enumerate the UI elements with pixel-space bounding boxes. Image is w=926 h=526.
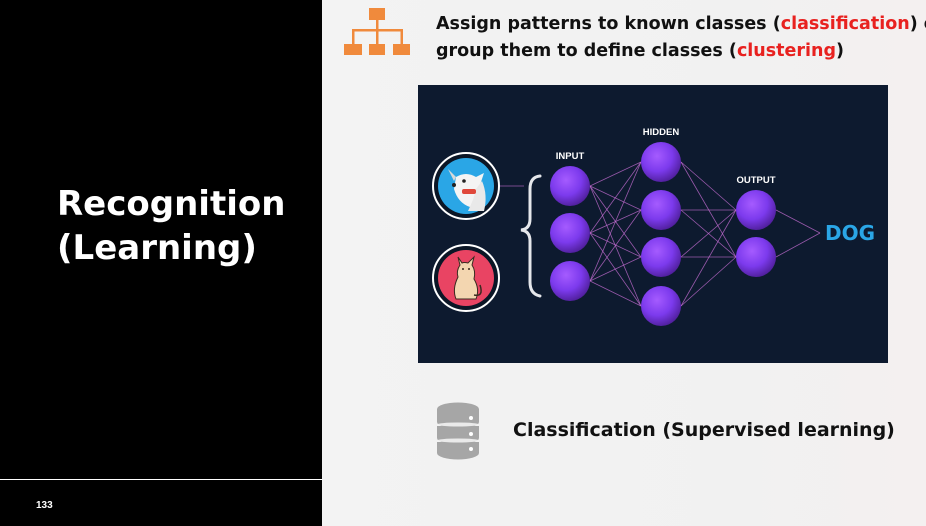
connection-line [680, 161, 737, 211]
connection-line [680, 161, 737, 258]
hierarchy-icon [344, 8, 410, 55]
slide-number: 133 [36, 500, 53, 511]
connection-line [589, 161, 642, 282]
input-neuron [550, 213, 590, 253]
classification-caption: Classification (Supervised learning) [513, 419, 895, 441]
connection-line [680, 209, 737, 258]
connection-line [680, 209, 737, 307]
output-label: OUTPUT [736, 175, 775, 186]
slide-title-line2: (Learning) [57, 228, 257, 268]
neural-network-diagram: INPUT HIDDEN OUTPUT DOG [432, 127, 875, 326]
output-connection-line [775, 232, 821, 258]
footer-divider [0, 479, 322, 480]
heading-line2: group them to define classes (clustering… [436, 41, 845, 61]
hidden-neuron [641, 190, 681, 230]
dog-icon [432, 152, 500, 220]
connection-line [589, 232, 642, 307]
input-label: INPUT [556, 151, 585, 162]
content-panel: Assign patterns to known classes (classi… [322, 0, 926, 526]
classification-highlight: classification [780, 14, 910, 34]
cat-icon [432, 244, 500, 312]
connection-line [680, 256, 737, 307]
left-panel: Recognition (Learning) 133 [0, 0, 322, 526]
input-neuron [550, 166, 590, 206]
slide-title: Recognition (Learning) [57, 182, 285, 270]
connection-line [589, 161, 642, 187]
hidden-label: HIDDEN [643, 127, 680, 138]
connection-line [589, 161, 642, 234]
neural-network-figure: INPUT HIDDEN OUTPUT DOG [418, 85, 888, 363]
output-connection-line [775, 209, 821, 234]
result-label: DOG [825, 221, 875, 245]
input-neuron [550, 261, 590, 301]
heading-line1: Assign patterns to known classes (classi… [436, 14, 926, 34]
hidden-neuron [641, 286, 681, 326]
connection-line [589, 280, 642, 307]
section-heading: Assign patterns to known classes (classi… [436, 11, 926, 65]
output-neuron [736, 190, 776, 230]
slide-title-line1: Recognition [57, 184, 286, 224]
clustering-highlight: clustering [736, 41, 837, 61]
output-neuron [736, 237, 776, 277]
hidden-neuron [641, 237, 681, 277]
connection-line [589, 209, 642, 282]
database-icon [437, 402, 479, 460]
connection-line [589, 256, 642, 282]
input-brace [520, 174, 542, 298]
hidden-neuron [641, 142, 681, 182]
